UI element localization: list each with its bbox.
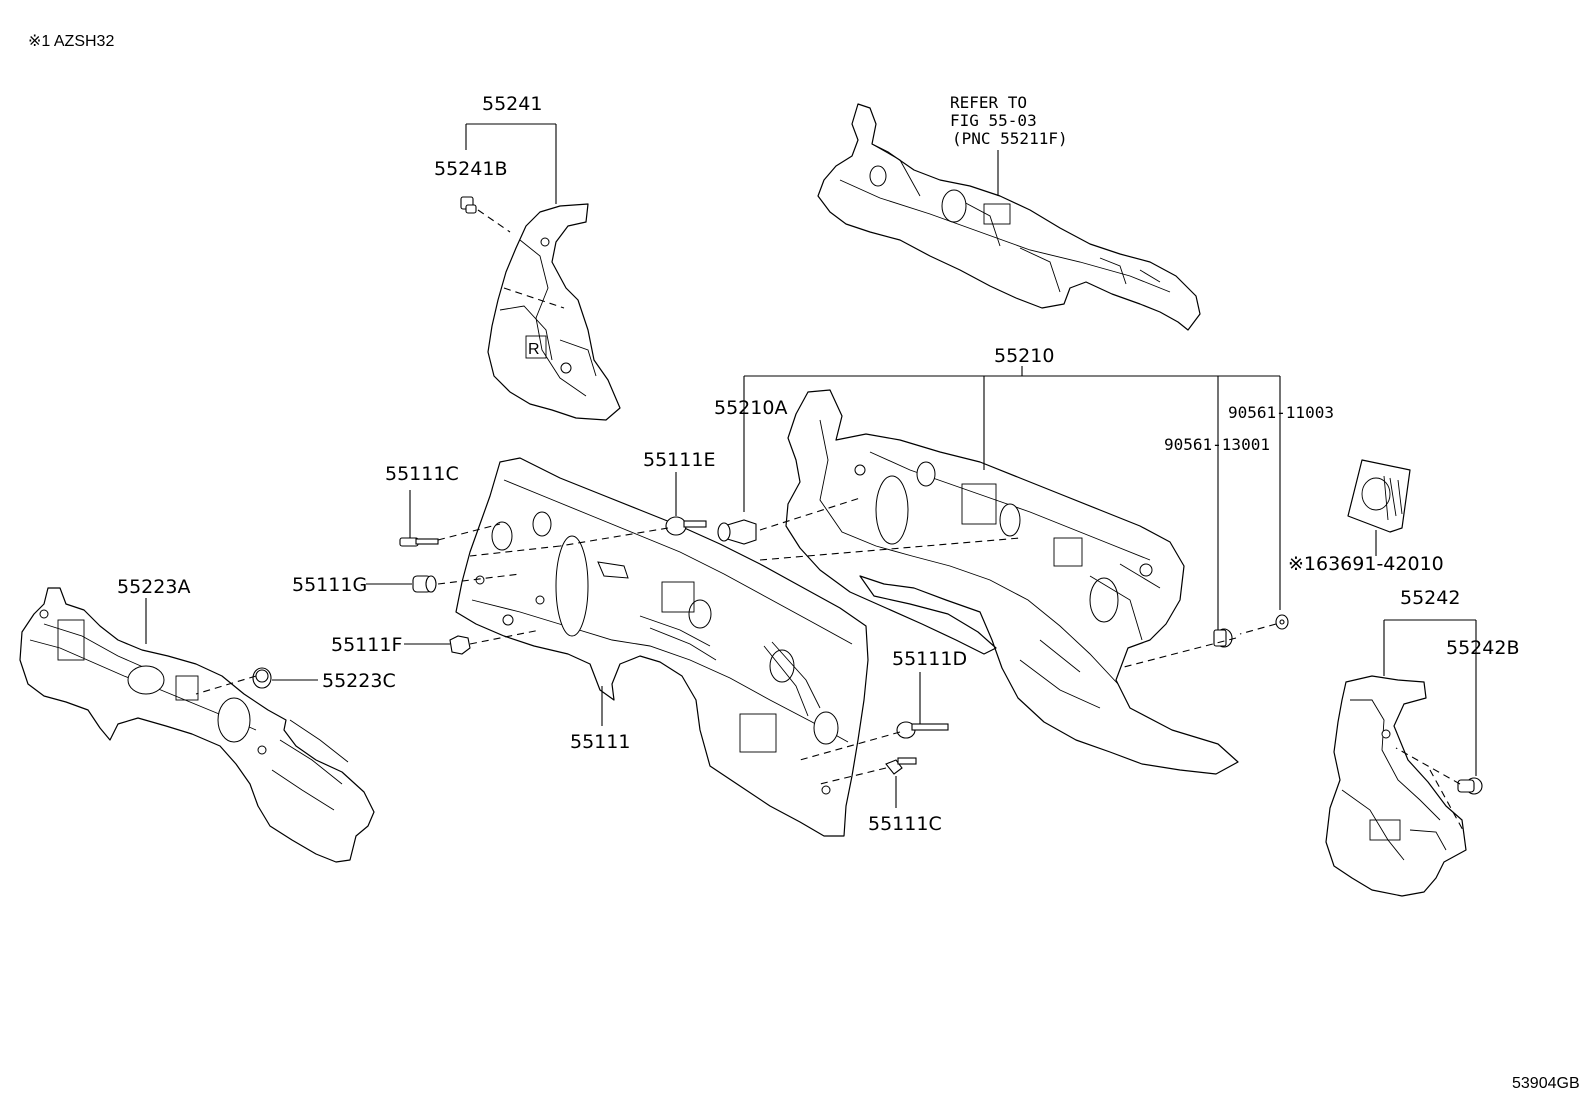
part-55242-insulator[interactable] [1325, 675, 1467, 897]
part-55241-insulator[interactable]: R [487, 203, 621, 421]
label-55210: 55210 [994, 345, 1054, 367]
washer-90561-11003[interactable] [1275, 614, 1289, 630]
label-55241B: 55241B [434, 158, 507, 180]
part-55223A-insulator[interactable] [19, 587, 375, 863]
spacer-90561-13001[interactable] [1213, 628, 1233, 648]
label-163691-42010: ※163691-42010 [1288, 553, 1444, 575]
label-55242: 55242 [1400, 587, 1460, 609]
nut-55111F[interactable] [449, 635, 471, 655]
label-55111: 55111 [570, 731, 630, 753]
refer-line-1: REFER TO [950, 93, 1027, 112]
leader-55242 [1383, 619, 1477, 776]
clip-55210A[interactable] [717, 519, 757, 545]
label-55223C: 55223C [322, 670, 396, 692]
refer-line-3: (PNC 55211F) [952, 129, 1068, 148]
clip-55111G[interactable] [412, 575, 437, 593]
rh-mark: R [528, 341, 540, 358]
label-55210A: 55210A [714, 397, 787, 419]
bolt-55111C-bottom[interactable] [885, 757, 917, 775]
label-55111G: 55111G [292, 574, 367, 596]
bolt-55111C-top[interactable] [399, 537, 439, 547]
label-55111E: 55111E [643, 449, 715, 471]
label-55241: 55241 [482, 93, 542, 115]
bolt-55111D[interactable] [896, 721, 949, 739]
part-55211F-reference[interactable] [817, 103, 1201, 331]
label-90561-13001: 90561-13001 [1164, 435, 1270, 454]
leader-55210 [743, 375, 1281, 630]
clip-55241B[interactable] [460, 196, 477, 214]
figure-code: 53904GB [1512, 1075, 1580, 1092]
label-55111C-bottom: 55111C [868, 813, 942, 835]
part-55111-dash-panel[interactable] [455, 457, 869, 837]
leader-55241 [465, 123, 557, 204]
part-55210-dash-silencer[interactable] [785, 389, 1239, 775]
bolt-55111E[interactable] [665, 516, 707, 536]
label-55111D: 55111D [892, 648, 967, 670]
label-55111C-top: 55111C [385, 463, 459, 485]
model-note: ※1 AZSH32 [28, 33, 114, 50]
label-55111F: 55111F [331, 634, 402, 656]
refer-line-2: FIG 55-03 [950, 111, 1037, 130]
label-90561-11003: 90561-11003 [1228, 403, 1334, 422]
part-163691-42010-pad[interactable] [1347, 459, 1411, 533]
label-55242B: 55242B [1446, 637, 1519, 659]
clip-55223C[interactable] [252, 667, 272, 689]
clip-55242B[interactable] [1457, 777, 1483, 795]
label-55223A: 55223A [117, 576, 190, 598]
